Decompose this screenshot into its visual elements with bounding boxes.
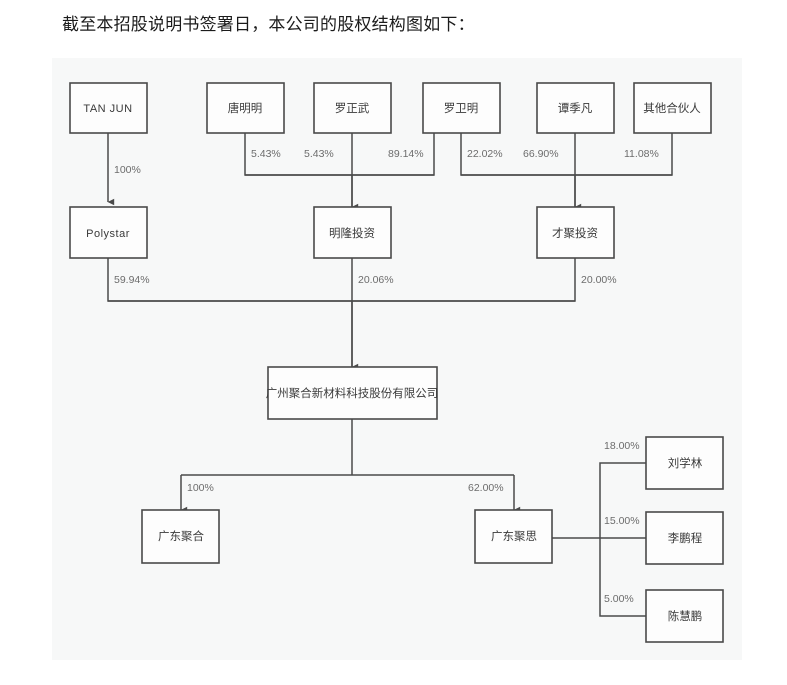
node-guangdong-juhe[interactable]: 广东聚合 <box>141 509 220 564</box>
node-label-minglong-investment: 明隆投资 <box>329 226 375 240</box>
node-guangdong-jusi[interactable]: 广东聚思 <box>474 509 553 564</box>
edge-label-chp-gdjusi: 5.00% <box>604 593 634 605</box>
edge-label-lwm-caiju: 22.02% <box>467 148 503 160</box>
node-tanjun[interactable]: TAN JUN <box>69 82 148 134</box>
node-label-lipengcheng: 李鹏程 <box>668 531 703 545</box>
node-tangmingming[interactable]: 唐明明 <box>206 82 285 134</box>
node-label-luoweiming: 罗卫明 <box>444 102 479 115</box>
edge-label-tanjun-polystar: 100% <box>114 164 141 176</box>
node-label-liuxuelin: 刘学林 <box>668 456 703 470</box>
node-label-chenhuipeng: 陈慧鹏 <box>668 609 703 623</box>
edge-group-gdjusi-minority-inflow: 18.00% 15.00% 5.00% <box>547 440 646 617</box>
node-label-tangmingming: 唐明明 <box>228 101 263 115</box>
edge-label-others-caiju: 11.08% <box>624 148 659 160</box>
node-other-partners[interactable]: 其他合伙人 <box>633 82 712 134</box>
node-polystar[interactable]: Polystar <box>69 206 148 259</box>
edge-label-minglong-issuer: 20.06% <box>358 274 394 286</box>
node-chenhuipeng[interactable]: 陈慧鹏 <box>645 589 724 643</box>
edge-group-issuer-inflow: 59.94% 20.06% 20.00% <box>107 258 617 371</box>
edge-label-issuer-gdjuhe: 100% <box>187 482 214 494</box>
edge-tanjun-polystar: 100% <box>107 133 141 206</box>
node-tanjifan[interactable]: 谭季凡 <box>536 82 615 134</box>
edge-label-lzw-minglong: 5.43% <box>304 148 334 160</box>
edge-label-polystar-issuer: 59.94% <box>114 274 150 286</box>
edge-label-tjf-caiju: 66.90% <box>523 148 559 160</box>
page-title: 截至本招股说明书签署日，本公司的股权结构图如下： <box>62 15 475 34</box>
node-label-guangdong-jusi: 广东聚思 <box>491 530 537 543</box>
node-issuer[interactable]: 广州聚合新材料科技股份有限公司 <box>266 366 439 420</box>
edge-label-lpc-gdjusi: 15.00% <box>604 515 640 527</box>
edge-label-caiju-issuer: 20.00% <box>581 274 617 286</box>
edge-group-caiju-inflow: 22.02% 66.90% 11.08% <box>460 133 673 211</box>
node-liuxuelin[interactable]: 刘学林 <box>645 436 724 490</box>
edge-group-minglong-inflow: 5.43% 5.43% 89.14% <box>244 133 435 211</box>
node-label-other-partners: 其他合伙人 <box>643 101 701 115</box>
equity-structure-diagram: 100% 5.43% 5.43% 89.14% 22.02% 66.90% 11… <box>69 82 724 643</box>
node-label-luozhengwu: 罗正武 <box>335 102 370 115</box>
node-label-tanjun: TAN JUN <box>83 103 132 115</box>
node-luozhengwu[interactable]: 罗正武 <box>313 82 392 134</box>
edge-label-lxl-gdjusi: 18.00% <box>604 440 640 452</box>
node-luoweiming[interactable]: 罗卫明 <box>422 82 501 134</box>
edge-label-issuer-gdjusi: 62.00% <box>468 482 504 494</box>
edge-label-lwm-minglong: 89.14% <box>388 148 424 160</box>
node-minglong-investment[interactable]: 明隆投资 <box>313 206 392 259</box>
node-caiju-investment[interactable]: 才聚投资 <box>536 206 615 259</box>
node-label-issuer: 广州聚合新材料科技股份有限公司 <box>266 386 439 400</box>
node-lipengcheng[interactable]: 李鹏程 <box>645 511 724 565</box>
edge-label-tmm-minglong: 5.43% <box>251 148 281 160</box>
node-label-guangdong-juhe: 广东聚合 <box>158 529 204 543</box>
node-label-caiju-investment: 才聚投资 <box>552 226 598 240</box>
edge-group-subsidiary-outflow: 100% 62.00% <box>180 419 521 514</box>
node-label-tanjifan: 谭季凡 <box>558 102 593 115</box>
equity-structure-diagram-panel: 100% 5.43% 5.43% 89.14% 22.02% 66.90% 11… <box>52 58 742 660</box>
node-label-polystar: Polystar <box>86 228 130 240</box>
